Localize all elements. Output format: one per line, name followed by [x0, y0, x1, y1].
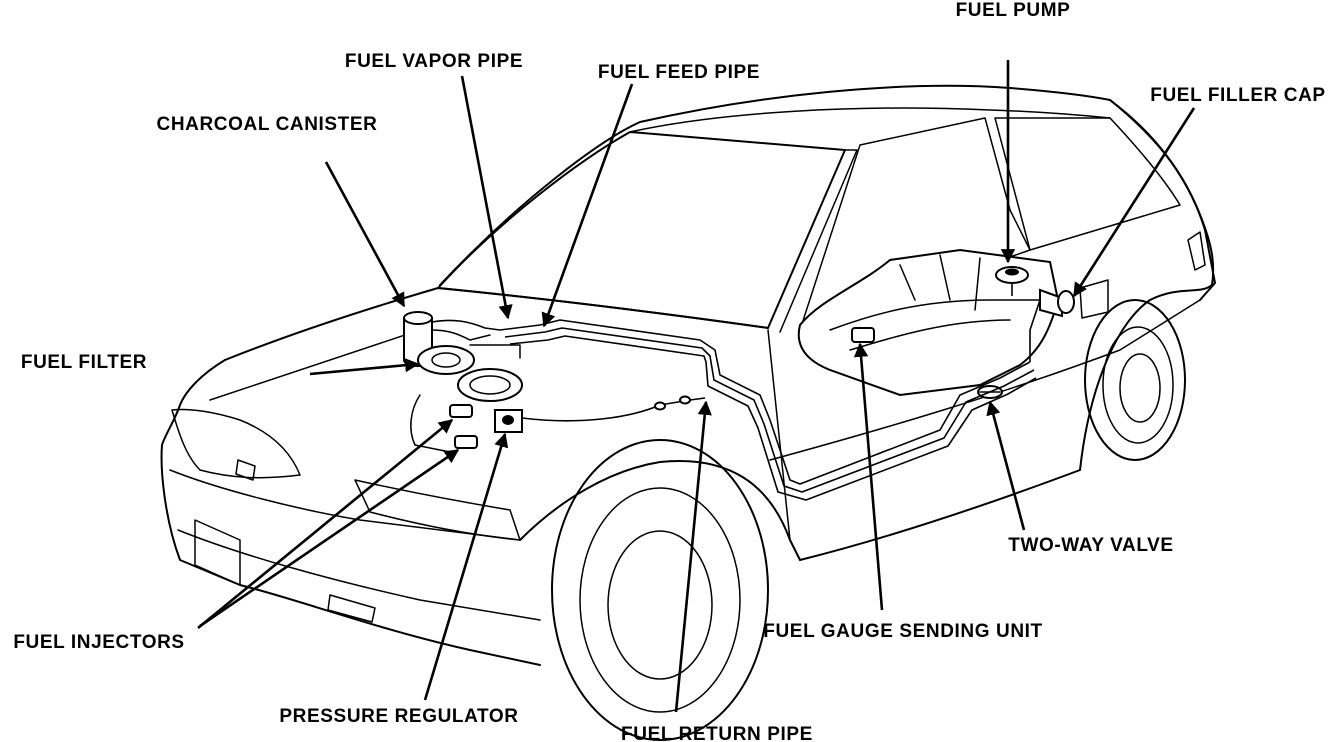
door-line — [767, 329, 791, 541]
roof-edge — [629, 107, 1111, 133]
fuel-return-branch — [521, 397, 706, 422]
fuel-pump-cap — [1005, 268, 1019, 276]
rear-tail — [1109, 99, 1216, 301]
label-pressure-regulator: PRESSURE REGULATOR — [279, 706, 518, 727]
label-fuel-return-pipe: FUEL RETURN PIPE — [621, 724, 813, 742]
fuel-tank-body — [797, 248, 1060, 397]
label-fuel-filter: FUEL FILTER — [21, 352, 147, 373]
b-pillar — [779, 149, 858, 333]
fuel-vapor-line — [499, 319, 1031, 485]
leader-fuel-feed-pipe — [541, 83, 634, 328]
front-turn-signal — [354, 479, 521, 541]
rear-light — [1187, 231, 1206, 271]
rear-wheel — [1084, 299, 1186, 461]
fuel-tank — [797, 248, 1075, 399]
leader-fuel-vapor-pipe — [460, 75, 513, 320]
label-fuel-pump: FUEL PUMP — [956, 0, 1071, 21]
fuel-tank-rib — [829, 299, 1041, 331]
car-roof-outline — [439, 84, 1215, 286]
label-fuel-gauge-sending-unit: FUEL GAUGE SENDING UNIT — [763, 621, 1042, 642]
grille-badge — [235, 459, 256, 481]
fuel-lines — [431, 282, 1041, 501]
label-charcoal-canister: CHARCOAL CANISTER — [157, 114, 378, 135]
filler-door — [1079, 279, 1109, 319]
throttle-body — [457, 368, 523, 402]
windshield — [437, 131, 846, 329]
side-window — [799, 117, 1031, 331]
fuel-tank-rib — [899, 254, 981, 311]
labels: FUEL PUMP FUEL VAPOR PIPE FUEL FEED PIPE… — [13, 0, 1325, 742]
fuel-return-line — [509, 335, 1037, 501]
leader-fuel-filter — [309, 358, 420, 376]
side-sill — [799, 469, 1081, 561]
filler-neck — [1039, 288, 1063, 318]
fuel-injector — [454, 435, 478, 449]
fuel-filler-cap — [1057, 290, 1075, 314]
label-fuel-injectors: FUEL INJECTORS — [13, 632, 184, 653]
fog-light — [327, 594, 376, 623]
fuel-gauge-sender — [851, 327, 875, 343]
hood-crease — [209, 329, 421, 401]
front-fender — [519, 460, 801, 561]
nose-outline — [160, 359, 541, 666]
label-fuel-filler-cap: FUEL FILLER CAP — [1150, 85, 1325, 106]
label-fuel-vapor-pipe: FUEL VAPOR PIPE — [345, 51, 523, 72]
leader-charcoal-canister — [324, 161, 406, 308]
leader-lines — [197, 60, 1196, 713]
hood-outline — [224, 287, 769, 361]
rear-fender — [1079, 284, 1213, 471]
fuel-injector — [449, 404, 473, 418]
bumper-mid — [177, 529, 541, 621]
leader-fuel-injector-lower — [199, 448, 460, 628]
label-two-way-valve: TWO-WAY VALVE — [1008, 535, 1173, 556]
rear-side-window — [994, 117, 1181, 251]
license-plate — [194, 519, 241, 586]
engine-parts — [403, 311, 523, 453]
car-body — [160, 84, 1216, 741]
leader-two-way-valve — [986, 400, 1026, 531]
leader-pressure-regulator — [423, 432, 509, 701]
headlight — [171, 408, 301, 479]
fuel-feed-line — [504, 327, 1035, 493]
leader-fuel-injector-upper — [197, 418, 454, 630]
bumper-top — [169, 469, 521, 541]
leader-fuel-return-pipe — [674, 400, 712, 713]
fuel-filter — [417, 345, 475, 375]
front-wheel — [551, 439, 769, 741]
leader-fuel-gauge-sending-unit — [853, 342, 884, 611]
label-fuel-feed-pipe: FUEL FEED PIPE — [598, 62, 760, 83]
leader-fuel-filler-cap — [1072, 107, 1196, 298]
